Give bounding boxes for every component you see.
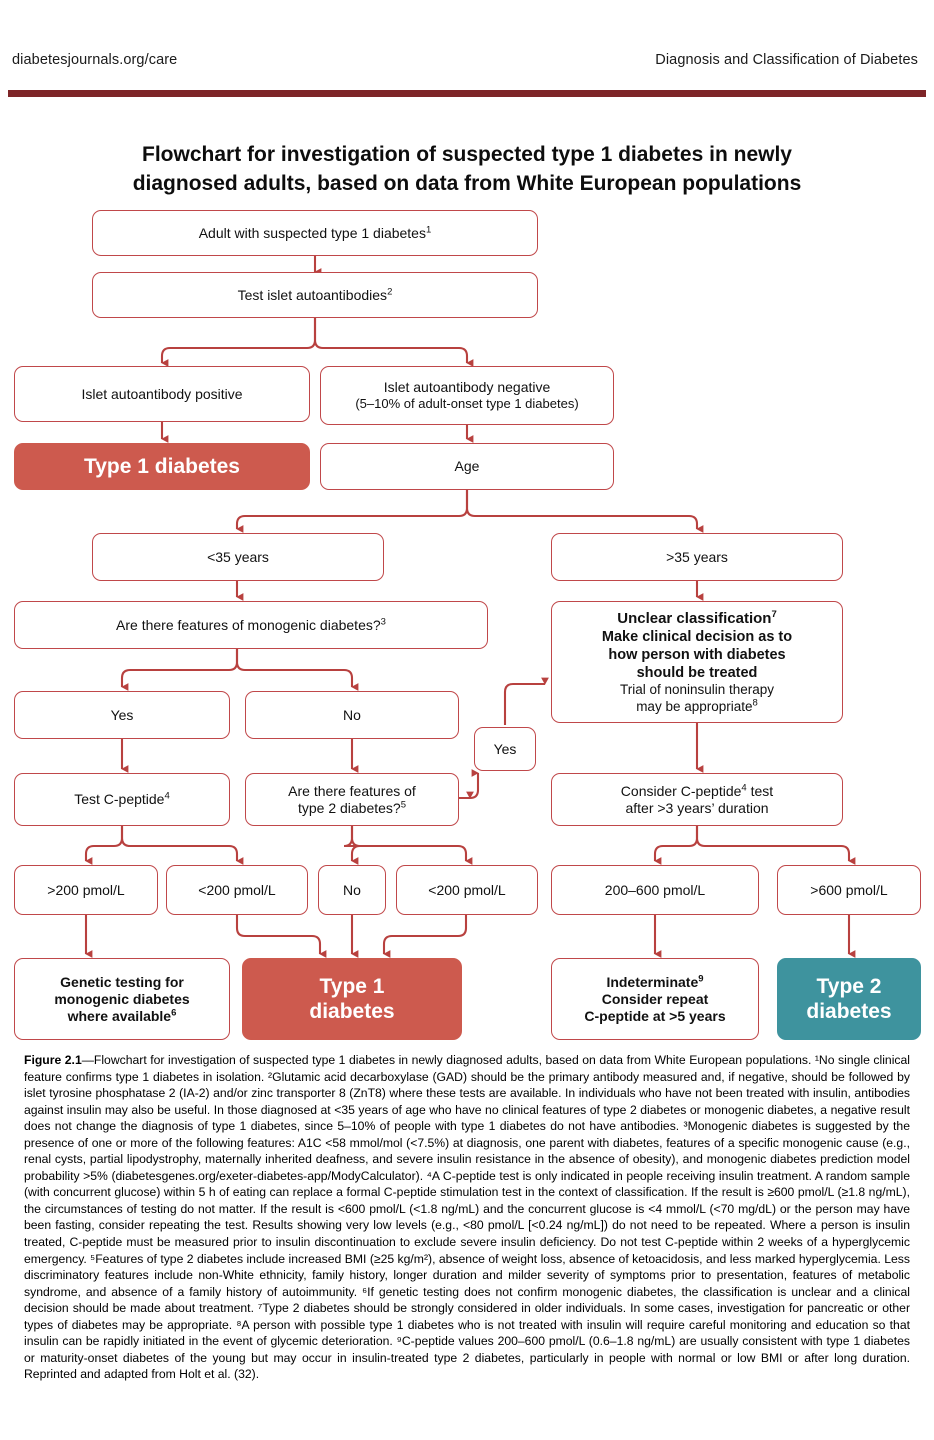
node-unclear-line5: Trial of noninsulin therapy — [619, 682, 775, 697]
node-result-type2-no[interactable]: No — [318, 865, 386, 915]
node-indeterminate-line1: Indeterminate — [606, 973, 699, 990]
header-rule — [8, 90, 926, 97]
node-type2-features-line2: type 2 diabetes? — [297, 799, 401, 816]
node-result-200-600[interactable]: 200–600 pmol/L — [551, 865, 759, 915]
node-unclear-line3: how person with diabetes — [608, 647, 786, 663]
footnote-ref-4b: 4 — [741, 781, 747, 793]
node-adult-suspected-label: Adult with suspected type 1 diabetes — [198, 224, 426, 241]
node-age[interactable]: Age — [320, 443, 614, 490]
node-unclear-line4: should be treated — [636, 665, 758, 681]
node-test-c-peptide-label: Test C-peptide — [74, 791, 165, 807]
node-outcome-type2-diabetes[interactable]: Type 2 diabetes — [777, 958, 921, 1040]
node-unclear-line1: Unclear classification — [617, 610, 772, 627]
node-result-gt-200-label: >200 pmol/L — [47, 881, 125, 898]
page-header: diabetesjournals.org/care Diagnosis and … — [0, 52, 934, 86]
node-consider-c-peptide-line1b: test — [746, 782, 774, 799]
node-indeterminate-line2: Consider repeat — [601, 990, 709, 1007]
footnote-ref-3: 3 — [380, 615, 386, 627]
node-result-200-600-label: 200–600 pmol/L — [604, 881, 706, 898]
flowchart-connectors — [84, 256, 856, 958]
node-consider-c-peptide[interactable]: Consider C-peptide4 test after >3 years’… — [551, 773, 843, 826]
node-monogenic-features-question-label: Are there features of monogenic diabetes… — [116, 616, 381, 633]
node-autoantibody-negative[interactable]: Islet autoantibody negative (5–10% of ad… — [320, 366, 614, 425]
node-consider-c-peptide-line2: after >3 years’ duration — [625, 799, 769, 816]
figure-caption-label: Figure 2.1 — [24, 1053, 82, 1067]
node-autoantibody-negative-line2: (5–10% of adult-onset type 1 diabetes) — [355, 396, 579, 411]
node-type1-diabetes-left-label: Type 1 diabetes — [83, 455, 240, 478]
node-age-label: Age — [454, 458, 480, 474]
node-type2-yes-connector-label: Yes — [493, 740, 517, 757]
node-test-autoantibodies-label: Test islet autoantibodies — [237, 286, 388, 303]
node-result-gt-600-label: >600 pmol/L — [810, 881, 888, 898]
figure-caption: Figure 2.1—Flowchart for investigation o… — [24, 1052, 910, 1383]
node-indeterminate-line3: C-peptide at >5 years — [584, 1007, 726, 1024]
node-over-35-years-label: >35 years — [666, 548, 728, 565]
node-result-lt-200-b[interactable]: <200 pmol/L — [396, 865, 538, 915]
node-monogenic-yes[interactable]: Yes — [14, 691, 230, 739]
footnote-ref-1: 1 — [425, 223, 432, 235]
node-unclear-classification[interactable]: Unclear classification7 Make clinical de… — [551, 601, 843, 723]
node-genetic-line3: where available — [67, 1007, 172, 1024]
node-autoantibody-negative-line1: Islet autoantibody negative — [383, 379, 551, 395]
node-outcome-indeterminate[interactable]: Indeterminate9 Consider repeat C-peptide… — [551, 958, 759, 1040]
node-autoantibody-positive[interactable]: Islet autoantibody positive — [14, 366, 310, 422]
node-outcome-genetic-testing[interactable]: Genetic testing for monogenic diabetes w… — [14, 958, 230, 1040]
journal-url: diabetesjournals.org/care — [12, 52, 178, 68]
node-type2-out-line2: diabetes — [806, 1000, 892, 1023]
node-monogenic-no-label: No — [343, 706, 361, 723]
node-type2-out-line1: Type 2 — [816, 975, 882, 998]
footnote-ref-4a: 4 — [164, 790, 170, 802]
node-test-autoantibodies[interactable]: Test islet autoantibodies2 — [92, 272, 538, 318]
node-type2-features-line1: Are there features of — [288, 782, 416, 799]
node-result-type2-no-label: No — [343, 881, 361, 898]
node-type2-yes-connector[interactable]: Yes — [474, 727, 536, 771]
figure-title-line1: Flowchart for investigation of suspected… — [142, 143, 792, 166]
node-unclear-line2: Make clinical decision as to — [601, 629, 793, 645]
node-genetic-line2: monogenic diabetes — [54, 990, 190, 1007]
footnote-ref-2: 2 — [387, 285, 393, 297]
footnote-ref-8: 8 — [752, 697, 758, 708]
node-unclear-line6: may be appropriate — [636, 698, 753, 714]
figure-title: Flowchart for investigation of suspected… — [62, 140, 872, 198]
node-genetic-line1: Genetic testing for — [60, 973, 184, 990]
node-under-35-years-label: <35 years — [207, 548, 269, 565]
node-adult-suspected[interactable]: Adult with suspected type 1 diabetes1 — [92, 210, 538, 256]
footnote-ref-5: 5 — [400, 798, 407, 810]
node-type1-mid-line2: diabetes — [309, 1000, 395, 1023]
flowchart: Adult with suspected type 1 diabetes1 Te… — [14, 210, 921, 1040]
node-monogenic-features-question[interactable]: Are there features of monogenic diabetes… — [14, 601, 488, 649]
figure-title-line2: diagnosed adults, based on data from Whi… — [132, 172, 802, 195]
node-under-35-years[interactable]: <35 years — [92, 533, 384, 581]
node-autoantibody-positive-label: Islet autoantibody positive — [81, 385, 243, 402]
node-type1-mid-line1: Type 1 — [319, 975, 385, 998]
node-result-gt-200[interactable]: >200 pmol/L — [14, 865, 158, 915]
node-type1-diabetes-left[interactable]: Type 1 diabetes — [14, 443, 310, 490]
footnote-ref-9: 9 — [698, 972, 704, 984]
node-outcome-type1-diabetes-mid[interactable]: Type 1 diabetes — [242, 958, 462, 1040]
node-over-35-years[interactable]: >35 years — [551, 533, 843, 581]
node-consider-c-peptide-line1a: Consider C-peptide — [620, 782, 742, 799]
node-type2-features-question[interactable]: Are there features of type 2 diabetes?5 — [245, 773, 459, 826]
footnote-ref-6: 6 — [171, 1006, 177, 1018]
node-result-lt-200-b-label: <200 pmol/L — [428, 881, 506, 898]
node-result-lt-200-a-label: <200 pmol/L — [198, 881, 276, 898]
node-result-lt-200-a[interactable]: <200 pmol/L — [166, 865, 308, 915]
node-monogenic-no[interactable]: No — [245, 691, 459, 739]
footnote-ref-7: 7 — [771, 609, 777, 620]
node-monogenic-yes-label: Yes — [110, 706, 134, 723]
node-result-gt-600[interactable]: >600 pmol/L — [777, 865, 921, 915]
figure-caption-body: —Flowchart for investigation of suspecte… — [24, 1053, 910, 1382]
node-test-c-peptide[interactable]: Test C-peptide4 — [14, 773, 230, 826]
section-title: Diagnosis and Classification of Diabetes — [655, 52, 918, 68]
